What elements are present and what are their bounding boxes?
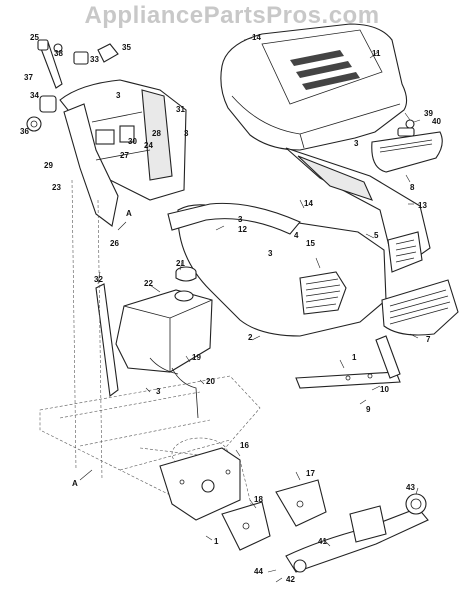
- callout-10: 10: [380, 385, 389, 394]
- callout-15: 15: [306, 239, 315, 248]
- callout-36: 36: [20, 127, 29, 136]
- hood-latch: [397, 119, 415, 137]
- callout-39: 39: [424, 109, 433, 118]
- callout-11: 11: [372, 49, 381, 58]
- callout-22: 22: [144, 279, 153, 288]
- callout-24: 24: [144, 141, 153, 150]
- callout-37: 37: [24, 73, 33, 82]
- front-bracket-left: [221, 501, 271, 551]
- axle-mount-plate: [159, 447, 241, 521]
- callout-42: 42: [286, 575, 295, 584]
- callout-3f: 3: [156, 387, 161, 396]
- fuel-line: [149, 357, 199, 419]
- callout-33: 33: [90, 55, 99, 64]
- front-axle: [285, 493, 429, 573]
- callout-refA2: A: [72, 479, 78, 488]
- callout-23: 23: [52, 183, 61, 192]
- headlight-lens: [371, 131, 443, 173]
- callout-1a: 1: [352, 353, 357, 362]
- front-bracket-right: [275, 479, 327, 527]
- callout-43: 43: [406, 483, 415, 492]
- callout-14a: 14: [252, 33, 261, 42]
- callout-26: 26: [110, 239, 119, 248]
- callout-9: 9: [366, 405, 371, 414]
- callout-1b: 1: [214, 537, 219, 546]
- fuel-tank: [115, 266, 213, 373]
- callout-7: 7: [426, 335, 431, 344]
- callout-44: 44: [254, 567, 263, 576]
- watermark: AppliancePartsPros.com: [84, 2, 380, 29]
- callout-3b: 3: [238, 215, 243, 224]
- callout-19: 19: [192, 353, 201, 362]
- callout-3c: 3: [268, 249, 273, 258]
- callout-32: 32: [94, 275, 103, 284]
- callout-13: 13: [418, 201, 427, 210]
- callout-3d: 3: [116, 91, 121, 100]
- tank-support-bracket: [95, 283, 119, 398]
- callout-28: 28: [152, 129, 161, 138]
- callout-29: 29: [44, 161, 53, 170]
- callout-17: 17: [306, 469, 315, 478]
- callout-8: 8: [410, 183, 415, 192]
- callout-20: 20: [206, 377, 215, 386]
- callout-25: 25: [30, 33, 39, 42]
- grille-insert: [381, 279, 459, 336]
- callout-12: 12: [238, 225, 247, 234]
- callout-31: 31: [176, 105, 185, 114]
- lower-fascia: [167, 202, 301, 235]
- callout-18: 18: [254, 495, 263, 504]
- callout-16: 16: [240, 441, 249, 450]
- callout-30: 30: [128, 137, 137, 146]
- callout-21: 21: [176, 259, 185, 268]
- callout-4: 4: [294, 231, 299, 240]
- callout-34: 34: [30, 91, 39, 100]
- callout-27: 27: [120, 151, 129, 160]
- ignition-cluster: [26, 39, 119, 132]
- callout-3e: 3: [184, 129, 189, 138]
- callout-5: 5: [374, 231, 379, 240]
- front-nose-panel: [177, 204, 423, 337]
- callout-41: 41: [318, 537, 327, 546]
- hood: [220, 23, 408, 151]
- callout-38: 38: [54, 49, 63, 58]
- callout-14b: 14: [304, 199, 313, 208]
- nose-vent: [299, 271, 347, 315]
- callout-refA1: A: [126, 209, 132, 218]
- callout-2: 2: [248, 333, 253, 342]
- leader-lines: [79, 37, 421, 583]
- callout-35: 35: [122, 43, 131, 52]
- callout-3a: 3: [354, 139, 359, 148]
- hinge-bracket: [295, 335, 401, 389]
- dash-console: [59, 79, 187, 227]
- callout-40: 40: [432, 117, 441, 126]
- callout-labels: 14 11 39 40 3 8 13 14 3 12 5 4 15 3 2 7 …: [20, 33, 441, 584]
